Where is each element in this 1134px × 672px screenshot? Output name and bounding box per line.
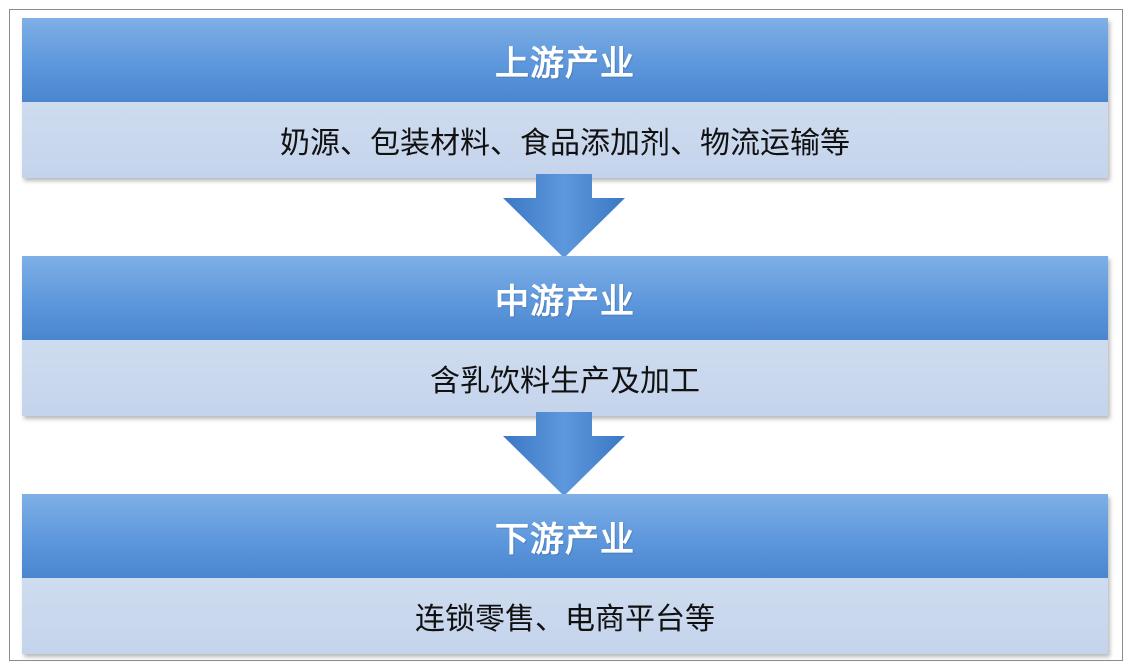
- stage-midstream-detail: 含乳饮料生产及加工: [22, 340, 1108, 416]
- stage-upstream-detail: 奶源、包装材料、食品添加剂、物流运输等: [22, 102, 1108, 178]
- down-arrow-icon: [503, 174, 625, 258]
- stage-downstream-detail: 连锁零售、电商平台等: [22, 578, 1108, 654]
- stage-midstream-title: 中游产业: [22, 256, 1108, 340]
- stage-midstream: 中游产业 含乳饮料生产及加工: [22, 256, 1108, 416]
- stage-upstream-title: 上游产业: [22, 18, 1108, 102]
- stage-upstream: 上游产业 奶源、包装材料、食品添加剂、物流运输等: [22, 18, 1108, 178]
- stage-downstream-title: 下游产业: [22, 494, 1108, 578]
- stage-downstream: 下游产业 连锁零售、电商平台等: [22, 494, 1108, 654]
- down-arrow-icon: [503, 412, 625, 496]
